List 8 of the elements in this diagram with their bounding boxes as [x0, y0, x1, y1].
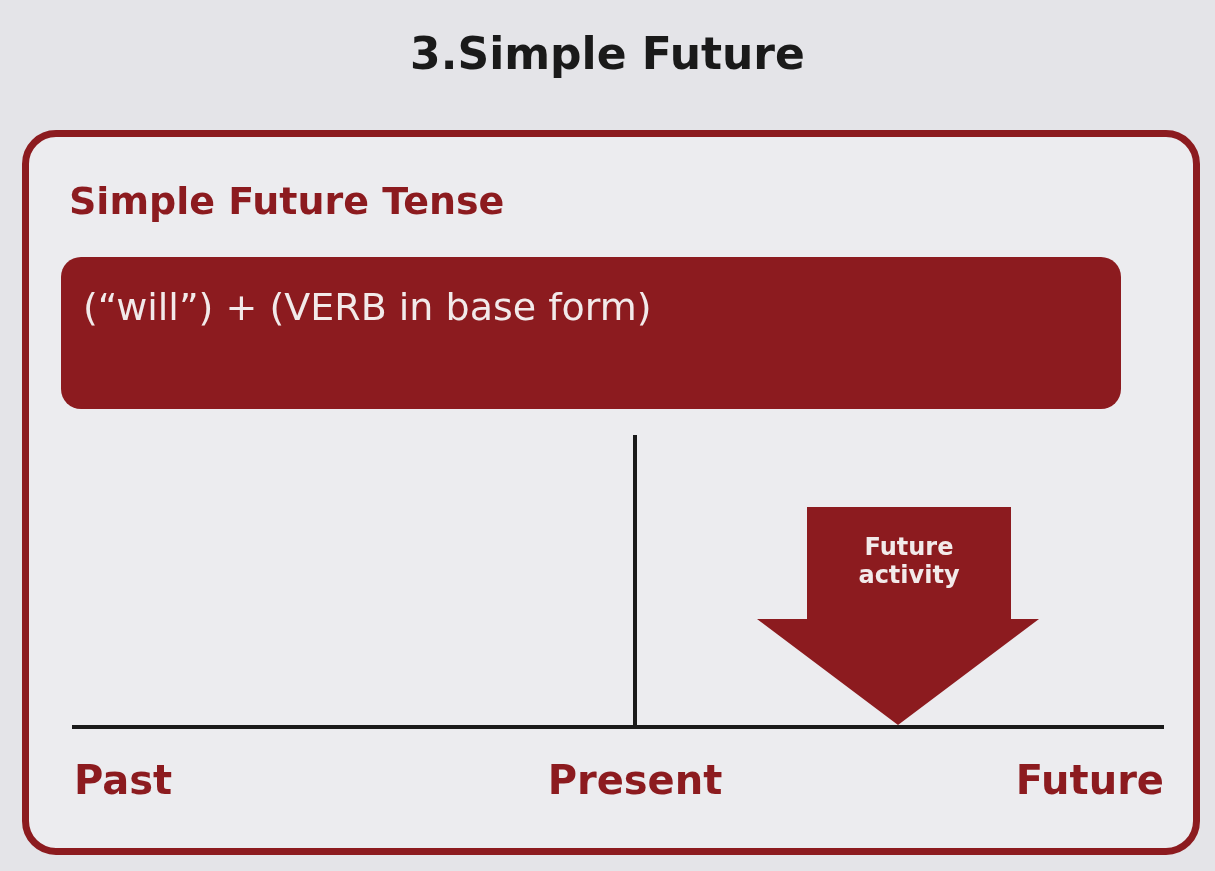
outer-frame	[22, 130, 1200, 855]
slide-title: 3.Simple Future	[409, 28, 806, 79]
arrow-label: Future activity	[857, 533, 961, 589]
formula-bar: (“will”) + (VERB in base form)	[61, 257, 1121, 409]
timeline-label: Past	[74, 757, 173, 803]
timeline-label: Present	[547, 757, 723, 803]
timeline-label: Future	[1015, 757, 1164, 803]
frame-heading: Simple Future Tense	[69, 179, 505, 223]
